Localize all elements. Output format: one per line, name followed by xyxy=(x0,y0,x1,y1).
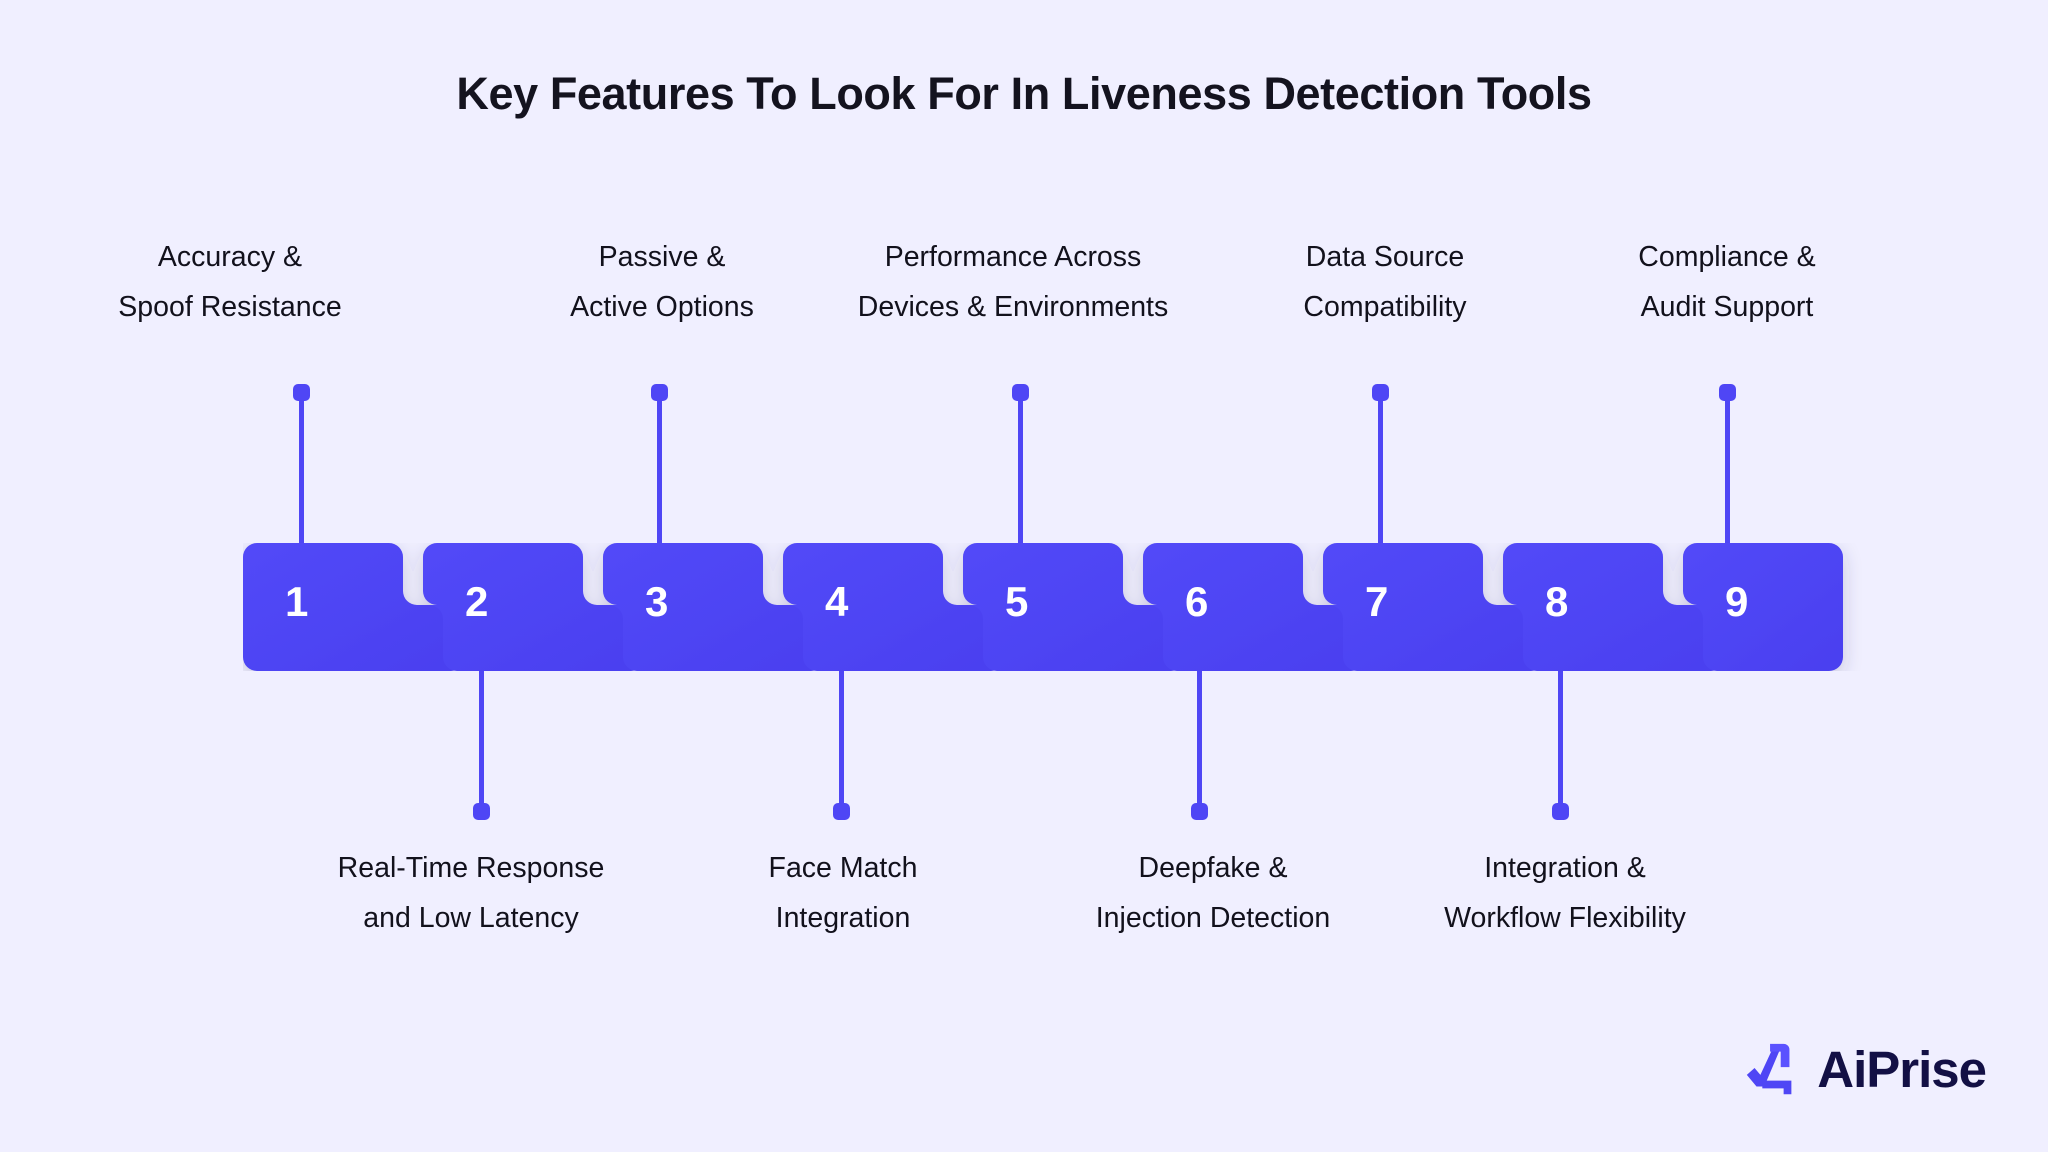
connector-dot-2 xyxy=(473,803,490,820)
connector-dot-3 xyxy=(651,384,668,401)
connector-line-7 xyxy=(1378,392,1383,552)
connector-dot-8 xyxy=(1552,803,1569,820)
aiprise-logo[interactable]: AiPrise xyxy=(1741,1038,1987,1100)
step-label-1-line2: Spoof Resistance xyxy=(118,291,342,323)
step-label-8-line2: Workflow Flexibility xyxy=(1444,902,1686,934)
step-number-6: 6 xyxy=(1185,578,1209,625)
step-number-5: 5 xyxy=(1005,578,1029,625)
step-label-8: Integration & Workflow Flexibility xyxy=(1400,843,1730,943)
step-label-2-line1: Real-Time Response xyxy=(337,852,605,884)
step-number-3: 3 xyxy=(645,578,669,625)
step-label-4-line2: Integration xyxy=(775,902,911,934)
step-label-3: Passive & Active Options xyxy=(512,232,812,332)
step-tile-5[interactable] xyxy=(963,543,1185,671)
connector-line-4 xyxy=(839,665,844,815)
step-label-3-line1: Passive & xyxy=(598,241,726,273)
step-label-2-line2: and Low Latency xyxy=(363,902,579,934)
step-label-8-line1: Integration & xyxy=(1484,852,1646,884)
step-tile-6[interactable] xyxy=(1143,543,1365,671)
step-tile-1[interactable] xyxy=(243,543,465,671)
step-number-1: 1 xyxy=(285,578,309,625)
step-label-9-line1: Compliance & xyxy=(1638,241,1816,273)
step-tile-2[interactable] xyxy=(423,543,645,671)
step-number-7: 7 xyxy=(1365,578,1389,625)
step-tile-7[interactable] xyxy=(1323,543,1545,671)
connector-line-5 xyxy=(1018,392,1023,552)
step-label-5-line1: Performance Across xyxy=(884,241,1142,273)
step-label-5: Performance Across Devices & Environment… xyxy=(838,232,1188,332)
connector-line-1 xyxy=(299,392,304,552)
step-number-9: 9 xyxy=(1725,578,1749,625)
step-tile-strip xyxy=(243,543,1905,671)
connector-line-3 xyxy=(657,392,662,552)
step-label-4-line1: Face Match xyxy=(768,852,918,884)
step-label-3-line2: Active Options xyxy=(570,291,754,323)
step-label-1: Accuracy & Spoof Resistance xyxy=(80,232,380,332)
connector-line-2 xyxy=(479,665,484,815)
step-label-5-line2: Devices & Environments xyxy=(857,291,1169,323)
step-label-6-line1: Deepfake & xyxy=(1138,852,1288,884)
step-label-6-line2: Injection Detection xyxy=(1095,902,1331,934)
step-label-7: Data Source Compatibility xyxy=(1235,232,1535,332)
connector-line-8 xyxy=(1558,665,1563,815)
step-label-6: Deepfake & Injection Detection xyxy=(1053,843,1373,943)
connector-dot-4 xyxy=(833,803,850,820)
step-number-8: 8 xyxy=(1545,578,1569,625)
step-label-9-line2: Audit Support xyxy=(1640,291,1814,323)
step-tile-4[interactable] xyxy=(783,543,1005,671)
step-tile-8[interactable] xyxy=(1503,543,1725,671)
step-label-2: Real-Time Response and Low Latency xyxy=(306,843,636,943)
page-title: Key Features To Look For In Liveness Det… xyxy=(456,68,1592,119)
step-label-7-line2: Compatibility xyxy=(1303,291,1467,323)
connector-dot-7 xyxy=(1372,384,1389,401)
step-number-4: 4 xyxy=(825,578,849,625)
aiprise-mark-icon xyxy=(1747,1043,1792,1095)
connector-dot-9 xyxy=(1719,384,1736,401)
connector-dot-6 xyxy=(1191,803,1208,820)
step-tile-9[interactable] xyxy=(1683,543,1843,671)
connector-dot-1 xyxy=(293,384,310,401)
step-tile-3[interactable] xyxy=(603,543,825,671)
step-number-2: 2 xyxy=(465,578,489,625)
step-label-7-line1: Data Source xyxy=(1305,241,1465,273)
connector-line-9 xyxy=(1725,392,1730,552)
step-tiles-svg xyxy=(243,543,1843,671)
aiprise-wordmark: AiPrise xyxy=(1817,1040,1987,1098)
step-label-9: Compliance & Audit Support xyxy=(1577,232,1877,332)
connector-dot-5 xyxy=(1012,384,1029,401)
connector-line-6 xyxy=(1197,665,1202,815)
step-label-1-line1: Accuracy & xyxy=(157,241,303,273)
step-label-4: Face Match Integration xyxy=(693,843,993,943)
